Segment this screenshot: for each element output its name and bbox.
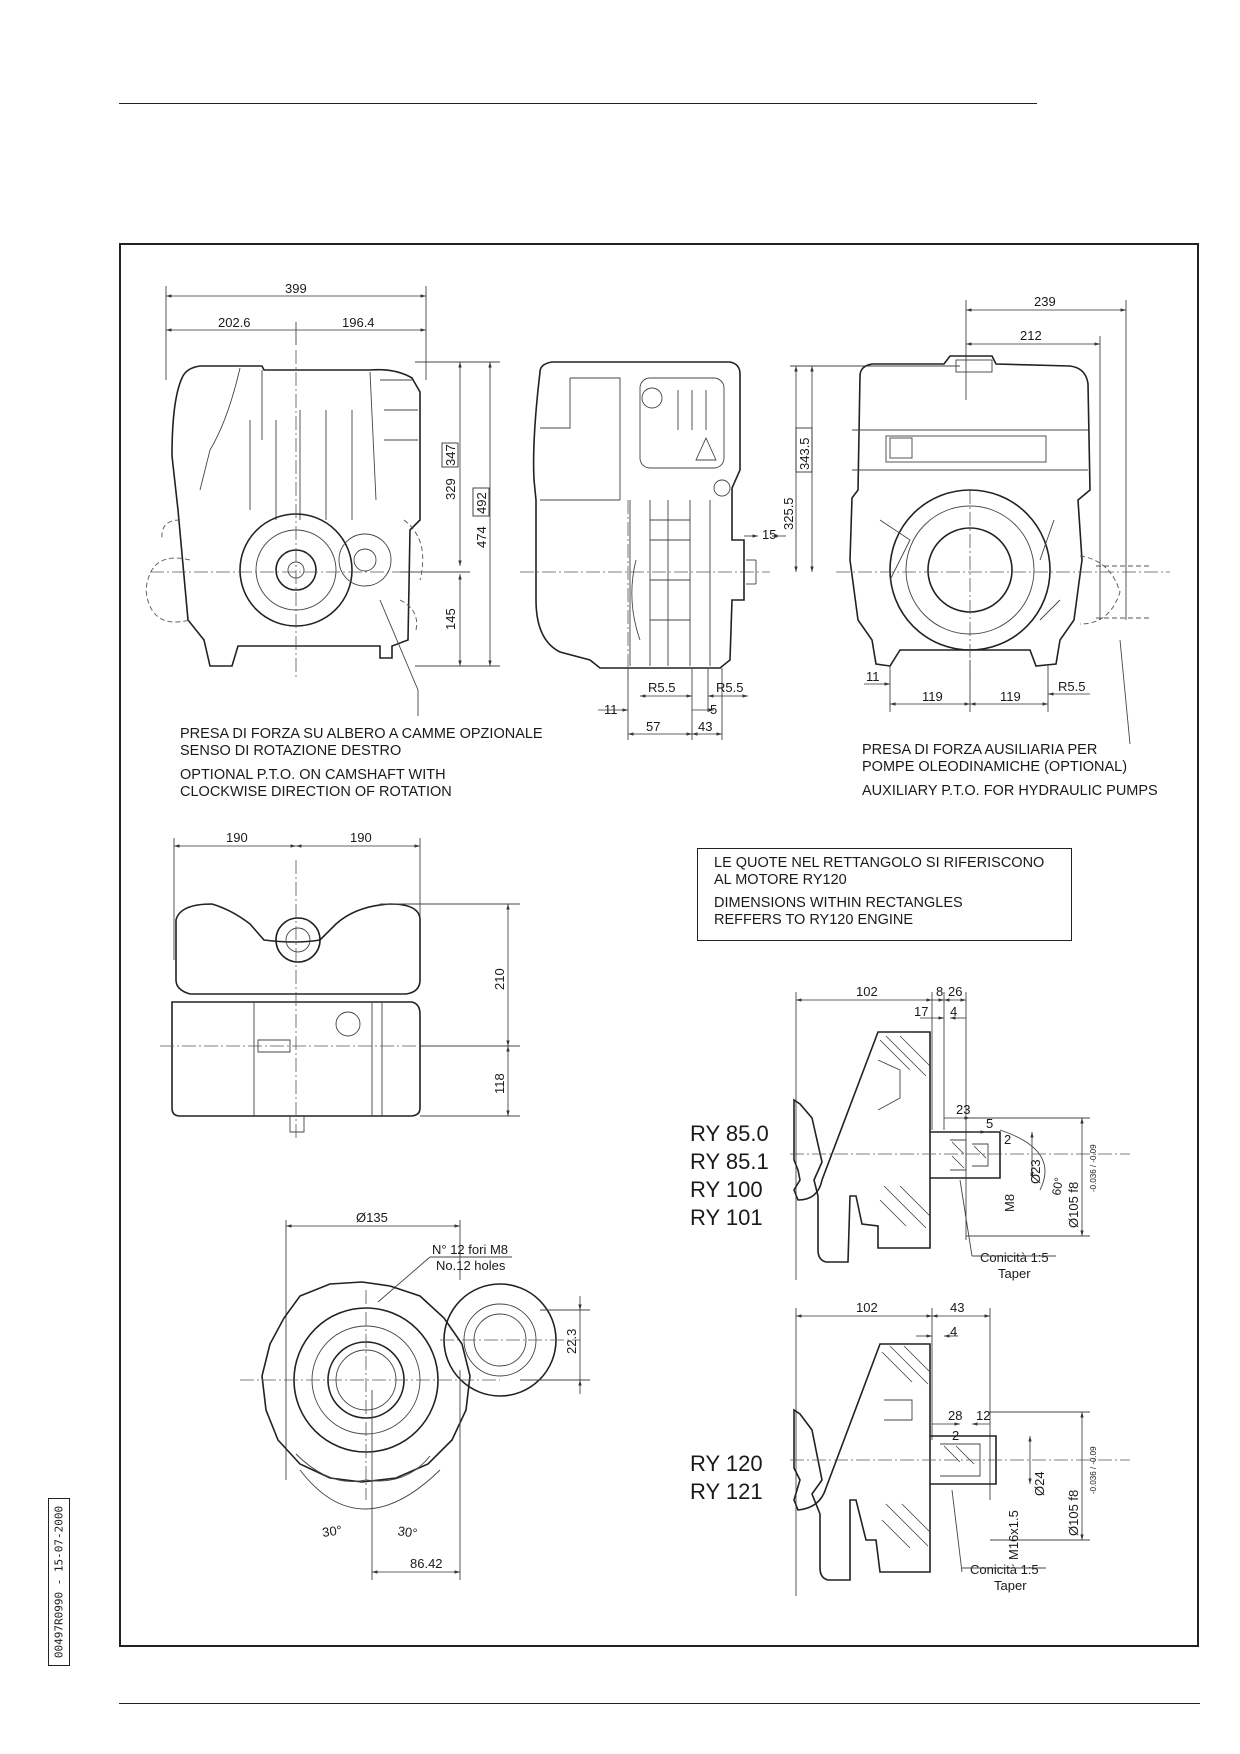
dim-phi-23: Ø23	[1028, 1159, 1043, 1184]
dim-325-5: 325.5	[781, 497, 796, 530]
dim-474: 474	[474, 526, 489, 548]
dim-4-a: 4	[950, 1004, 957, 1019]
rectangle-en-2: REFFERS TO RY120 ENGINE	[714, 912, 914, 928]
dim-145: 145	[443, 608, 458, 630]
dim-23: 23	[956, 1102, 970, 1117]
top-view: 190 190 210 118	[160, 830, 520, 1140]
dim-2-a: 2	[1004, 1132, 1011, 1147]
rear-view: 239 212 325.5 343.5 11 119 119 R5.5	[781, 294, 1170, 745]
angle-30-left: 30°	[321, 1522, 343, 1540]
dim-86-42: 86.42	[410, 1556, 443, 1571]
dim-r5-5-right: R5.5	[716, 680, 743, 695]
dim-239: 239	[1034, 294, 1056, 309]
dim-190-right: 190	[350, 830, 372, 845]
bottom-rule	[119, 1703, 1200, 1704]
dim-399: 399	[285, 281, 307, 296]
angle-60: 60°	[1049, 1176, 1066, 1197]
dim-102-a: 102	[856, 984, 878, 999]
camshaft-pto-it-2: SENSO DI ROTAZIONE DESTRO	[180, 743, 402, 759]
side-view: 15 R5.5 R5.5 11 5 57 43	[520, 361, 786, 740]
dim-210: 210	[492, 968, 507, 990]
dim-329: 329	[443, 478, 458, 500]
dim-347: 347	[443, 444, 458, 466]
shaft-detail-a: 102 8 26 17 4 Ø105 f8 -0.036 / -0.09 Ø23…	[790, 984, 1130, 1281]
shaft-detail-b: 102 43 4 Ø105 f8 -0.036 / -0.09 Ø24 M16x…	[790, 1300, 1130, 1596]
rectangle-note-box: LE QUOTE NEL RETTANGOLO SI RIFERISCONO A…	[697, 848, 1072, 941]
dim-118: 118	[492, 1073, 507, 1094]
aux-pto-it-1: PRESA DI FORZA AUSILIARIA PER	[862, 742, 1098, 758]
dim-28: 28	[948, 1408, 962, 1423]
dim-43: 43	[698, 719, 712, 734]
aux-pto-en-1: AUXILIARY P.T.O. FOR HYDRAULIC PUMPS	[862, 783, 1158, 799]
dim-12: 12	[976, 1408, 990, 1423]
drawing-frame	[119, 243, 1199, 1647]
taper-it-a: Conicità 1:5	[980, 1250, 1049, 1265]
model-list-a: RY 85.0 RY 85.1 RY 100 RY 101	[690, 1120, 769, 1232]
flange-view: Ø135 N° 12 fori M8 No.12 holes 22.3 30° …	[240, 1210, 590, 1580]
dim-57: 57	[646, 719, 660, 734]
dim-phi-24: Ø24	[1032, 1471, 1047, 1496]
taper-it-b: Conicità 1:5	[970, 1562, 1039, 1577]
dim-8: 8	[936, 984, 943, 999]
dim-r5-5-left: R5.5	[648, 680, 675, 695]
sheet-code-box: 00497R0990 - 15-07-2000	[48, 1498, 70, 1666]
dim-196-4: 196.4	[342, 315, 375, 330]
camshaft-pto-en-2: CLOCKWISE DIRECTION OF ROTATION	[180, 784, 452, 800]
dim-43-b: 43	[950, 1300, 964, 1315]
model-ry-85-0: RY 85.0	[690, 1121, 769, 1146]
dim-m8: M8	[1002, 1194, 1017, 1212]
rectangle-it-2: AL MOTORE RY120	[714, 872, 847, 888]
model-ry-101: RY 101	[690, 1205, 763, 1230]
dim-119-right: 119	[1000, 689, 1021, 704]
camshaft-pto-it-1: PRESA DI FORZA SU ALBERO A CAMME OPZIONA…	[180, 726, 543, 742]
model-ry-120: RY 120	[690, 1451, 763, 1476]
tol-a: -0.036 / -0.09	[1089, 1144, 1098, 1192]
aux-pto-it-2: POMPE OLEODINAMICHE (OPTIONAL)	[862, 759, 1128, 775]
dim-202-6: 202.6	[218, 315, 251, 330]
holes-note-en: No.12 holes	[436, 1258, 506, 1273]
dim-22-3: 22.3	[564, 1329, 579, 1354]
camshaft-pto-note: PRESA DI FORZA SU ALBERO A CAMME OPZIONA…	[180, 726, 543, 801]
rectangle-it-1: LE QUOTE NEL RETTANGOLO SI RIFERISCONO	[714, 855, 1045, 871]
taper-en-a: Taper	[998, 1266, 1031, 1281]
model-ry-121: RY 121	[690, 1479, 763, 1504]
dim-102-b: 102	[856, 1300, 878, 1315]
rectangle-en-1: DIMENSIONS WITHIN RECTANGLES	[714, 895, 963, 911]
camshaft-pto-en-1: OPTIONAL P.T.O. ON CAMSHAFT WITH	[180, 767, 446, 783]
dim-15: 15	[762, 527, 776, 542]
dim-11: 11	[604, 702, 618, 717]
dim-17: 17	[914, 1004, 928, 1019]
dim-26: 26	[948, 984, 962, 999]
tol-b: -0.036 / -0.09	[1089, 1446, 1098, 1494]
dim-343-5: 343.5	[797, 437, 812, 470]
dim-phi-135: Ø135	[356, 1210, 388, 1225]
aux-pto-note: PRESA DI FORZA AUSILIARIA PER POMPE OLEO…	[862, 742, 1158, 800]
dim-212: 212	[1020, 328, 1042, 343]
angle-30-right: 30°	[397, 1523, 419, 1541]
top-rule	[119, 103, 1037, 104]
dim-4-b: 4	[950, 1324, 957, 1339]
dim-190-left: 190	[226, 830, 248, 845]
holes-note-it: N° 12 fori M8	[432, 1242, 508, 1257]
model-ry-85-1: RY 85.1	[690, 1149, 769, 1174]
dim-r5-5-rear: R5.5	[1058, 679, 1085, 694]
dim-phi-105-a: Ø105 f8	[1066, 1182, 1081, 1228]
dim-phi-105-b: Ø105 f8	[1066, 1490, 1081, 1536]
taper-en-b: Taper	[994, 1578, 1027, 1593]
dim-119-left: 119	[922, 689, 943, 704]
dim-m16: M16x1.5	[1006, 1510, 1021, 1560]
dim-492: 492	[474, 492, 489, 514]
dim-2-b: 2	[952, 1428, 959, 1443]
dim-5: 5	[710, 702, 717, 717]
front-view: 399 202.6 196.4 329 347 474 492 145	[145, 281, 500, 716]
dim-11-rear: 11	[866, 669, 880, 684]
model-list-b: RY 120 RY 121	[690, 1450, 763, 1506]
dim-5-a: 5	[986, 1116, 993, 1131]
model-ry-100: RY 100	[690, 1177, 763, 1202]
